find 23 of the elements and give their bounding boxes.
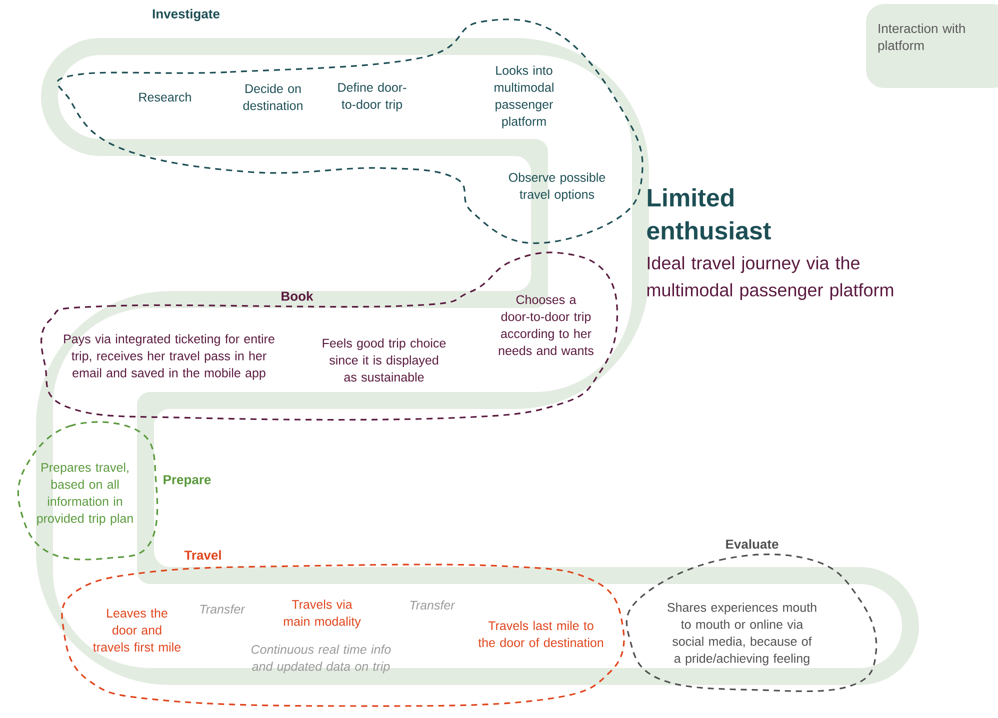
step-text: Looks into multimodal passenger platform	[494, 66, 554, 128]
step-text: Travels via main modality	[284, 600, 361, 628]
note-text: Transfer	[410, 600, 456, 610]
title: Limited enthusiast	[647, 188, 771, 240]
step-text: Travels last mile to the door of destination	[478, 620, 604, 648]
node-label: Investigate	[152, 8, 220, 22]
step-text: Feels good trip choice since it is displayed as sustainable	[322, 338, 446, 382]
step-text: Chooses a door-to-door trip according to her needs and wants	[498, 294, 594, 356]
step-text: Shares experiences mouth to mouth or online via social media, because of a pride/achieving feeling	[668, 602, 816, 666]
step-text: Define door-to-door trip	[338, 82, 406, 112]
step-text: Leaves the door and travels first mile	[93, 608, 181, 652]
legend-text: Interaction with platform	[878, 24, 965, 53]
step-text: Decide on destination	[243, 84, 302, 110]
note-text: Continuous real time info and updated data on trip	[252, 644, 391, 674]
note-text: Transfer	[200, 604, 246, 614]
node-label: Prepare	[164, 475, 211, 487]
node-label: Travel	[184, 550, 221, 560]
step-text: Research	[139, 92, 191, 102]
step-text: Observe possible travel options	[508, 172, 606, 202]
step-text: Pays via integrated ticketing for entire trip, receives her travel pass in her email and saved in the mobile app	[64, 334, 274, 380]
step-text: Prepares travel, based on all information in provided trip plan	[37, 462, 133, 526]
subtitle: Ideal travel journey via the multimodal passenger platform	[647, 256, 894, 300]
node-label: Evaluate	[726, 539, 778, 549]
